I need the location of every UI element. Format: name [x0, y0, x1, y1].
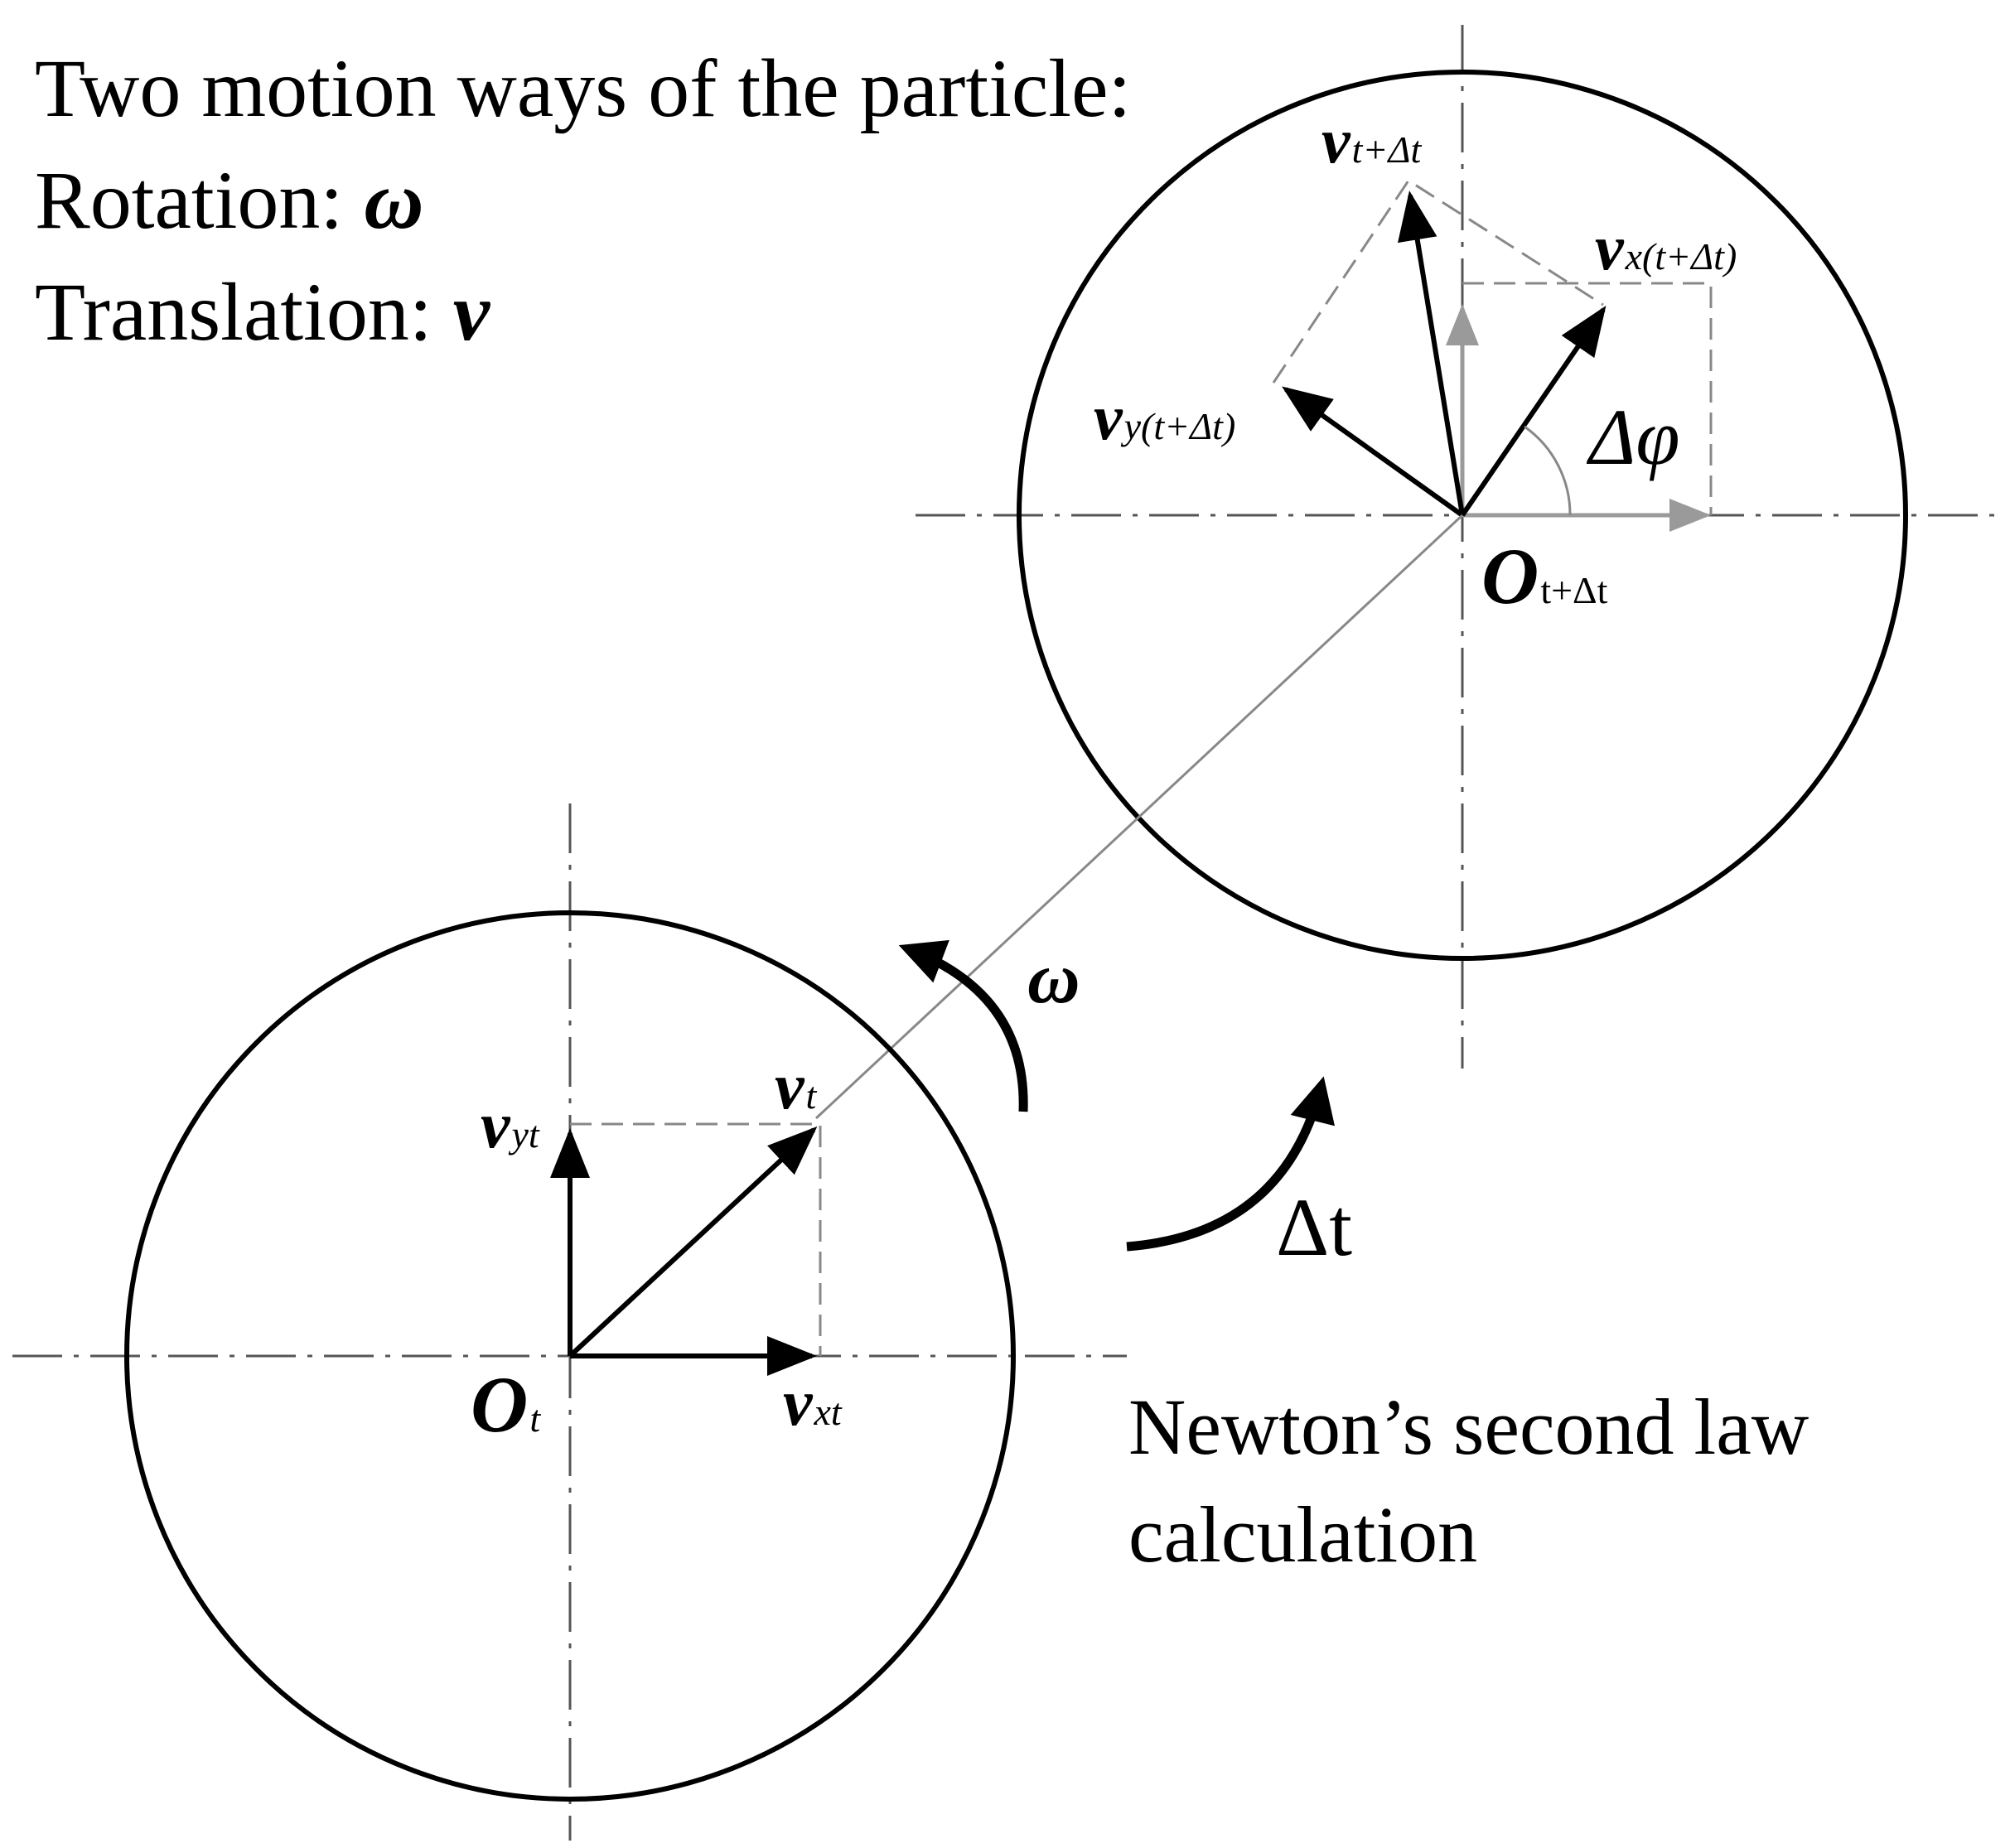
label-vy-t-plus-dt: vy(t+Δt): [1094, 381, 1235, 453]
translation-label: Translation:: [35, 266, 453, 358]
caption-line-1: Newton’s second law: [1128, 1382, 1809, 1471]
title-rotation-line: Rotation: ω: [35, 154, 424, 246]
rotation-label: Rotation:: [35, 154, 364, 246]
label-v-t-plus-dt: vt+Δt: [1321, 104, 1422, 176]
upper-parallelogram-dashes: [1272, 178, 1604, 384]
label-vt: vt: [775, 1050, 818, 1123]
label-delta-t: Δt: [1276, 1181, 1352, 1273]
title-translation-line: Translation: v: [35, 266, 491, 358]
time-step-arrow: [1126, 1076, 1335, 1252]
lower-rect-dashes: [570, 1122, 822, 1356]
rotation-symbol: ω: [364, 154, 423, 246]
vt-vector: [568, 1126, 818, 1358]
translation-symbol: v: [453, 266, 491, 358]
v-t-plus-dt-vector: [1398, 191, 1465, 516]
upper-rect-dashes: [1462, 282, 1713, 515]
label-vyt: vyt: [481, 1089, 540, 1162]
lower-particle-circle: [124, 910, 1016, 1802]
label-o-t: Ot: [471, 1360, 541, 1449]
label-omega: ω: [1027, 938, 1080, 1019]
label-delta-phi: Δφ: [1586, 393, 1679, 481]
upper-particle-circle: [1017, 70, 1908, 961]
label-vx-t-plus-dt: vx(t+Δt): [1595, 211, 1737, 283]
particle-t: [12, 803, 1127, 1841]
rotation-omega-arrow: [898, 939, 1028, 1112]
delta-phi-arc: [1524, 425, 1572, 516]
vx-t-plus-dt-vector: [1460, 306, 1607, 517]
vy-t-plus-dt-vector: [1282, 386, 1464, 518]
label-o-t-plus-dt: Ot+Δt: [1481, 532, 1608, 620]
caption-line-2: calculation: [1128, 1490, 1477, 1579]
particle-t-plus-dt: [916, 25, 1997, 1069]
center-trajectory-line: [814, 514, 1464, 1120]
title-line-1: Two motion ways of the particle:: [35, 42, 1131, 134]
label-vxt: vxt: [783, 1367, 843, 1440]
